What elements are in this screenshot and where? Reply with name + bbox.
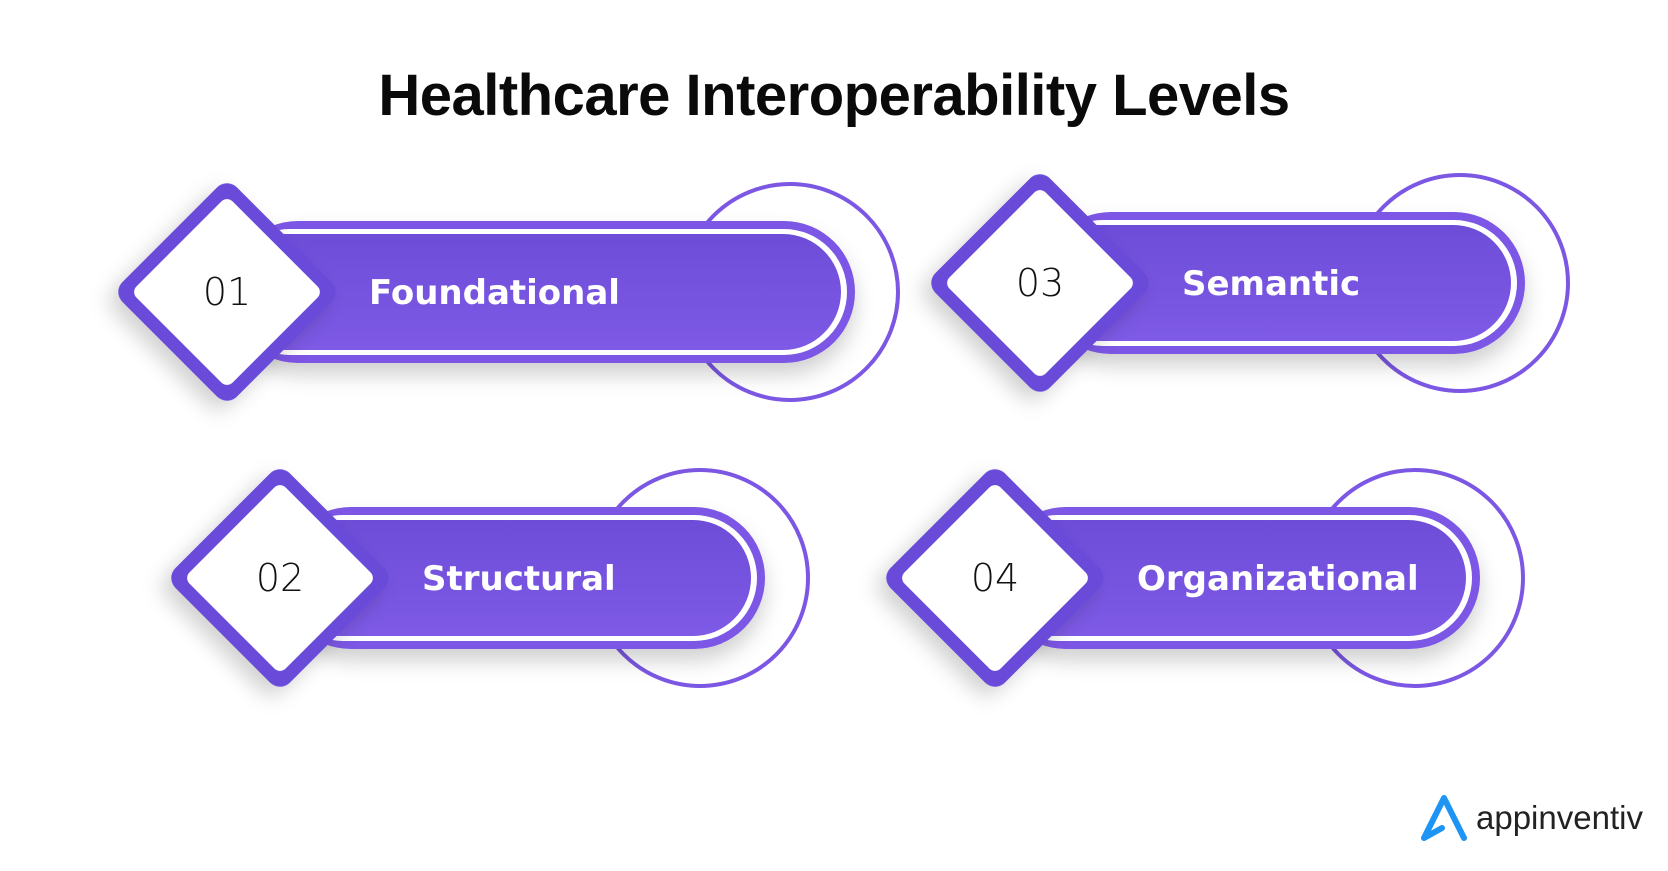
page-title: Healthcare Interoperability Levels	[378, 63, 1290, 128]
level-card-semantic: 03 Semantic	[931, 173, 1570, 393]
pill-bar	[995, 520, 1466, 636]
diamond-inner	[187, 485, 373, 671]
level-number: 03	[1016, 261, 1064, 305]
diamond-inner	[134, 199, 320, 385]
level-label: Structural	[422, 559, 616, 599]
pill-bar	[227, 234, 841, 350]
pill-bar	[1040, 225, 1511, 341]
level-number: 01	[203, 270, 251, 314]
level-label: Semantic	[1182, 264, 1360, 304]
diamond-inner	[947, 190, 1133, 376]
level-card-foundational: 01 Foundational	[118, 182, 900, 402]
appinventiv-logo-icon	[1421, 795, 1467, 841]
level-number: 04	[971, 556, 1019, 600]
logo-text: appinventiv	[1476, 799, 1643, 836]
brand-logo: appinventiv	[1418, 792, 1643, 844]
level-label: Foundational	[369, 273, 620, 313]
diamond-inner	[902, 485, 1088, 671]
level-card-structural: 02 Structural	[171, 468, 810, 688]
pill-bar	[280, 520, 751, 636]
level-card-organizational: 04 Organizational	[886, 468, 1525, 688]
level-label: Organizational	[1137, 559, 1419, 599]
level-number: 02	[256, 556, 304, 600]
